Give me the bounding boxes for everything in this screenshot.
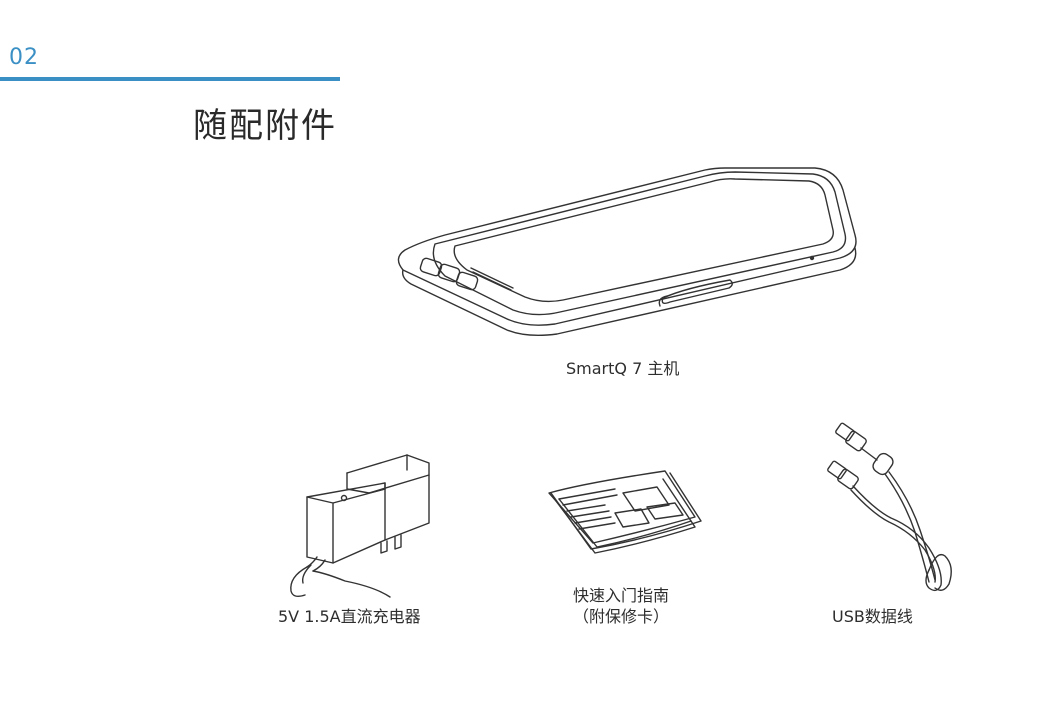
- header-rule: [0, 77, 340, 81]
- caption-booklet: 快速入门指南 （附保修卡）: [573, 585, 669, 627]
- caption-charger: 5V 1.5A直流充电器: [278, 607, 421, 626]
- usb-cable-icon: [825, 420, 965, 595]
- caption-booklet-line2: （附保修卡）: [573, 607, 670, 626]
- caption-booklet-line1: 快速入门指南: [573, 586, 670, 605]
- tablet-icon: [385, 160, 865, 345]
- booklet-icon: [545, 465, 710, 565]
- caption-usb-cable: USB数据线: [832, 607, 913, 626]
- page-number: 02: [9, 45, 39, 70]
- caption-tablet: SmartQ 7 主机: [566, 359, 680, 378]
- section-title: 随配附件: [193, 106, 337, 146]
- charger-icon: [285, 445, 445, 600]
